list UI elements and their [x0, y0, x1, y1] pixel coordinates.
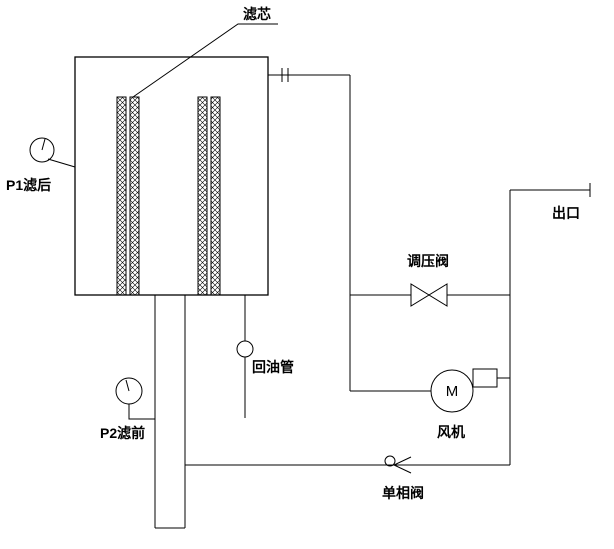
filter-label-leader-line	[132, 23, 278, 98]
check-valve-ball-icon	[384, 455, 396, 467]
fan-motor-letter: M	[446, 383, 459, 400]
regulating-valve-icon	[428, 283, 448, 307]
gauge-p1: P1滤后	[6, 137, 76, 193]
filter-housing	[74, 56, 269, 296]
fan-label: 风机	[437, 424, 465, 440]
oil-return-port-icon	[236, 340, 254, 358]
check-valve-icon	[392, 456, 412, 474]
filter-element-label: 滤芯	[243, 6, 271, 22]
gauge-p1-label: P1滤后	[6, 177, 51, 193]
gauge-p2-connector-line	[128, 404, 155, 420]
fan-motor-icon	[430, 369, 474, 413]
oil-return-label: 回油管	[252, 359, 294, 375]
filter-cartridge	[116, 96, 221, 296]
regulating-valve-label: 调压阀	[407, 253, 449, 269]
filter-cartridge-bar	[116, 96, 127, 296]
fan: M 风机	[350, 368, 510, 440]
fan-outlet-box	[472, 368, 498, 388]
gauge-p2-needle	[125, 379, 130, 392]
oil-return-pipe: 回油管	[236, 295, 294, 418]
gauge-p1-connector-line	[47, 158, 76, 168]
regulating-valve: 调压阀	[407, 253, 449, 307]
gauge-p1-needle	[41, 138, 46, 151]
filter-cartridge-bar	[210, 96, 221, 296]
check-valve: 单相阀	[382, 455, 424, 501]
gauge-p2-label: P2滤前	[100, 425, 145, 441]
outlet-label: 出口	[552, 205, 580, 221]
gauge-p2: P2滤前	[100, 377, 155, 441]
check-valve-label: 单相阀	[382, 485, 424, 501]
filter-cartridge-bar	[129, 96, 140, 296]
filter-cartridge-bar	[197, 96, 208, 296]
regulating-valve-icon	[410, 283, 430, 307]
gauge-p1-dial-icon	[29, 137, 55, 163]
drain-pipe	[154, 295, 186, 529]
